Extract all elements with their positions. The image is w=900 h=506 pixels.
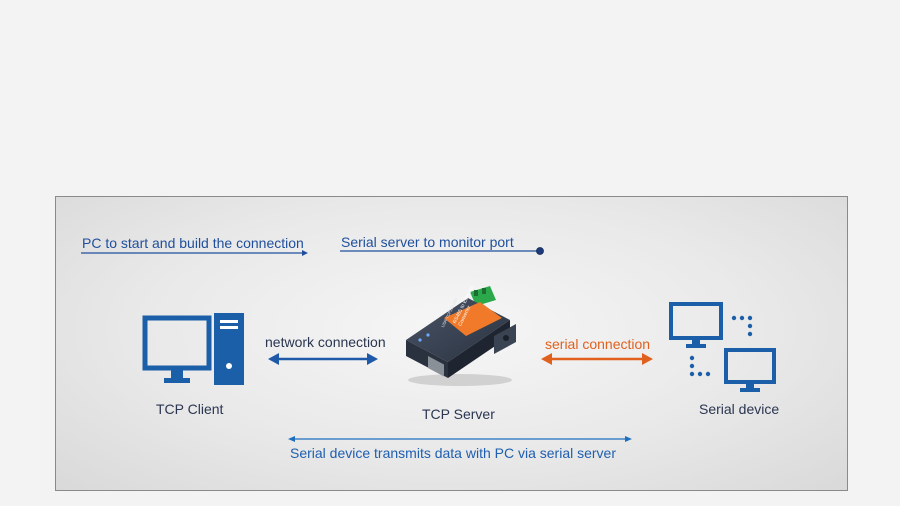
serial-connection-label: serial connection xyxy=(545,336,651,352)
pc-icon xyxy=(142,313,244,385)
network-connection-arrow xyxy=(268,353,378,365)
legend-client-initiates-arrow xyxy=(81,250,308,256)
legend-server-listens-line xyxy=(340,247,544,255)
network-connection-label: network connection xyxy=(265,334,386,350)
legend-client-initiates-label: PC to start and build the connection xyxy=(82,235,304,251)
legend-server-listens-label: Serial server to monitor port xyxy=(341,234,514,250)
serial-server-device-icon xyxy=(406,286,516,386)
tcp-server-label: TCP Server xyxy=(422,406,495,422)
serial-device-label: Serial device xyxy=(699,401,780,417)
serial-device-icon xyxy=(669,302,776,392)
bottom-caption: Serial device transmits data with PC via… xyxy=(290,445,617,461)
serial-connection-arrow xyxy=(541,353,653,365)
tcp-client-label: TCP Client xyxy=(156,401,224,417)
bottom-double-arrow xyxy=(288,436,632,442)
